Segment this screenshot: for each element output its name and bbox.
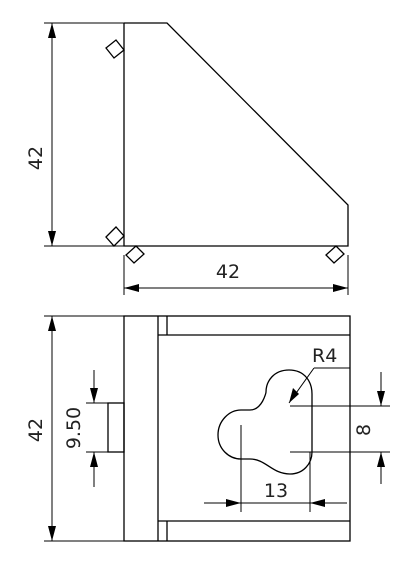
front-view: 42 9.50 R4 8 <box>25 315 390 542</box>
radius-callout: R4 <box>288 345 350 404</box>
width-dimension-top: 42 <box>123 255 349 295</box>
bracket-outline <box>123 22 349 247</box>
slot-dimension: 9.50 <box>63 370 108 487</box>
tab-upper-left <box>105 39 125 59</box>
height-dimension-front: 42 <box>25 315 124 542</box>
foot-left <box>125 245 145 264</box>
keyhole-height-dimension: 8 <box>290 372 390 484</box>
height-dimension-top: 42 <box>25 22 124 247</box>
slot-dimension-label: 9.50 <box>63 407 85 449</box>
keyhole-width-dimension: 13 <box>204 425 347 512</box>
foot-right <box>325 245 345 264</box>
keyhole-height-dimension-label: 8 <box>353 424 375 436</box>
keyhole-width-dimension-label: 13 <box>264 480 288 502</box>
tab-lower-left <box>105 226 125 247</box>
radius-callout-label: R4 <box>312 345 337 367</box>
side-slot <box>107 402 125 453</box>
keyhole-slot <box>217 369 313 475</box>
top-view: 42 42 <box>25 22 349 295</box>
height-dimension-front-label: 42 <box>25 418 47 442</box>
height-dimension-top-label: 42 <box>25 146 47 170</box>
width-dimension-top-label: 42 <box>216 261 240 283</box>
